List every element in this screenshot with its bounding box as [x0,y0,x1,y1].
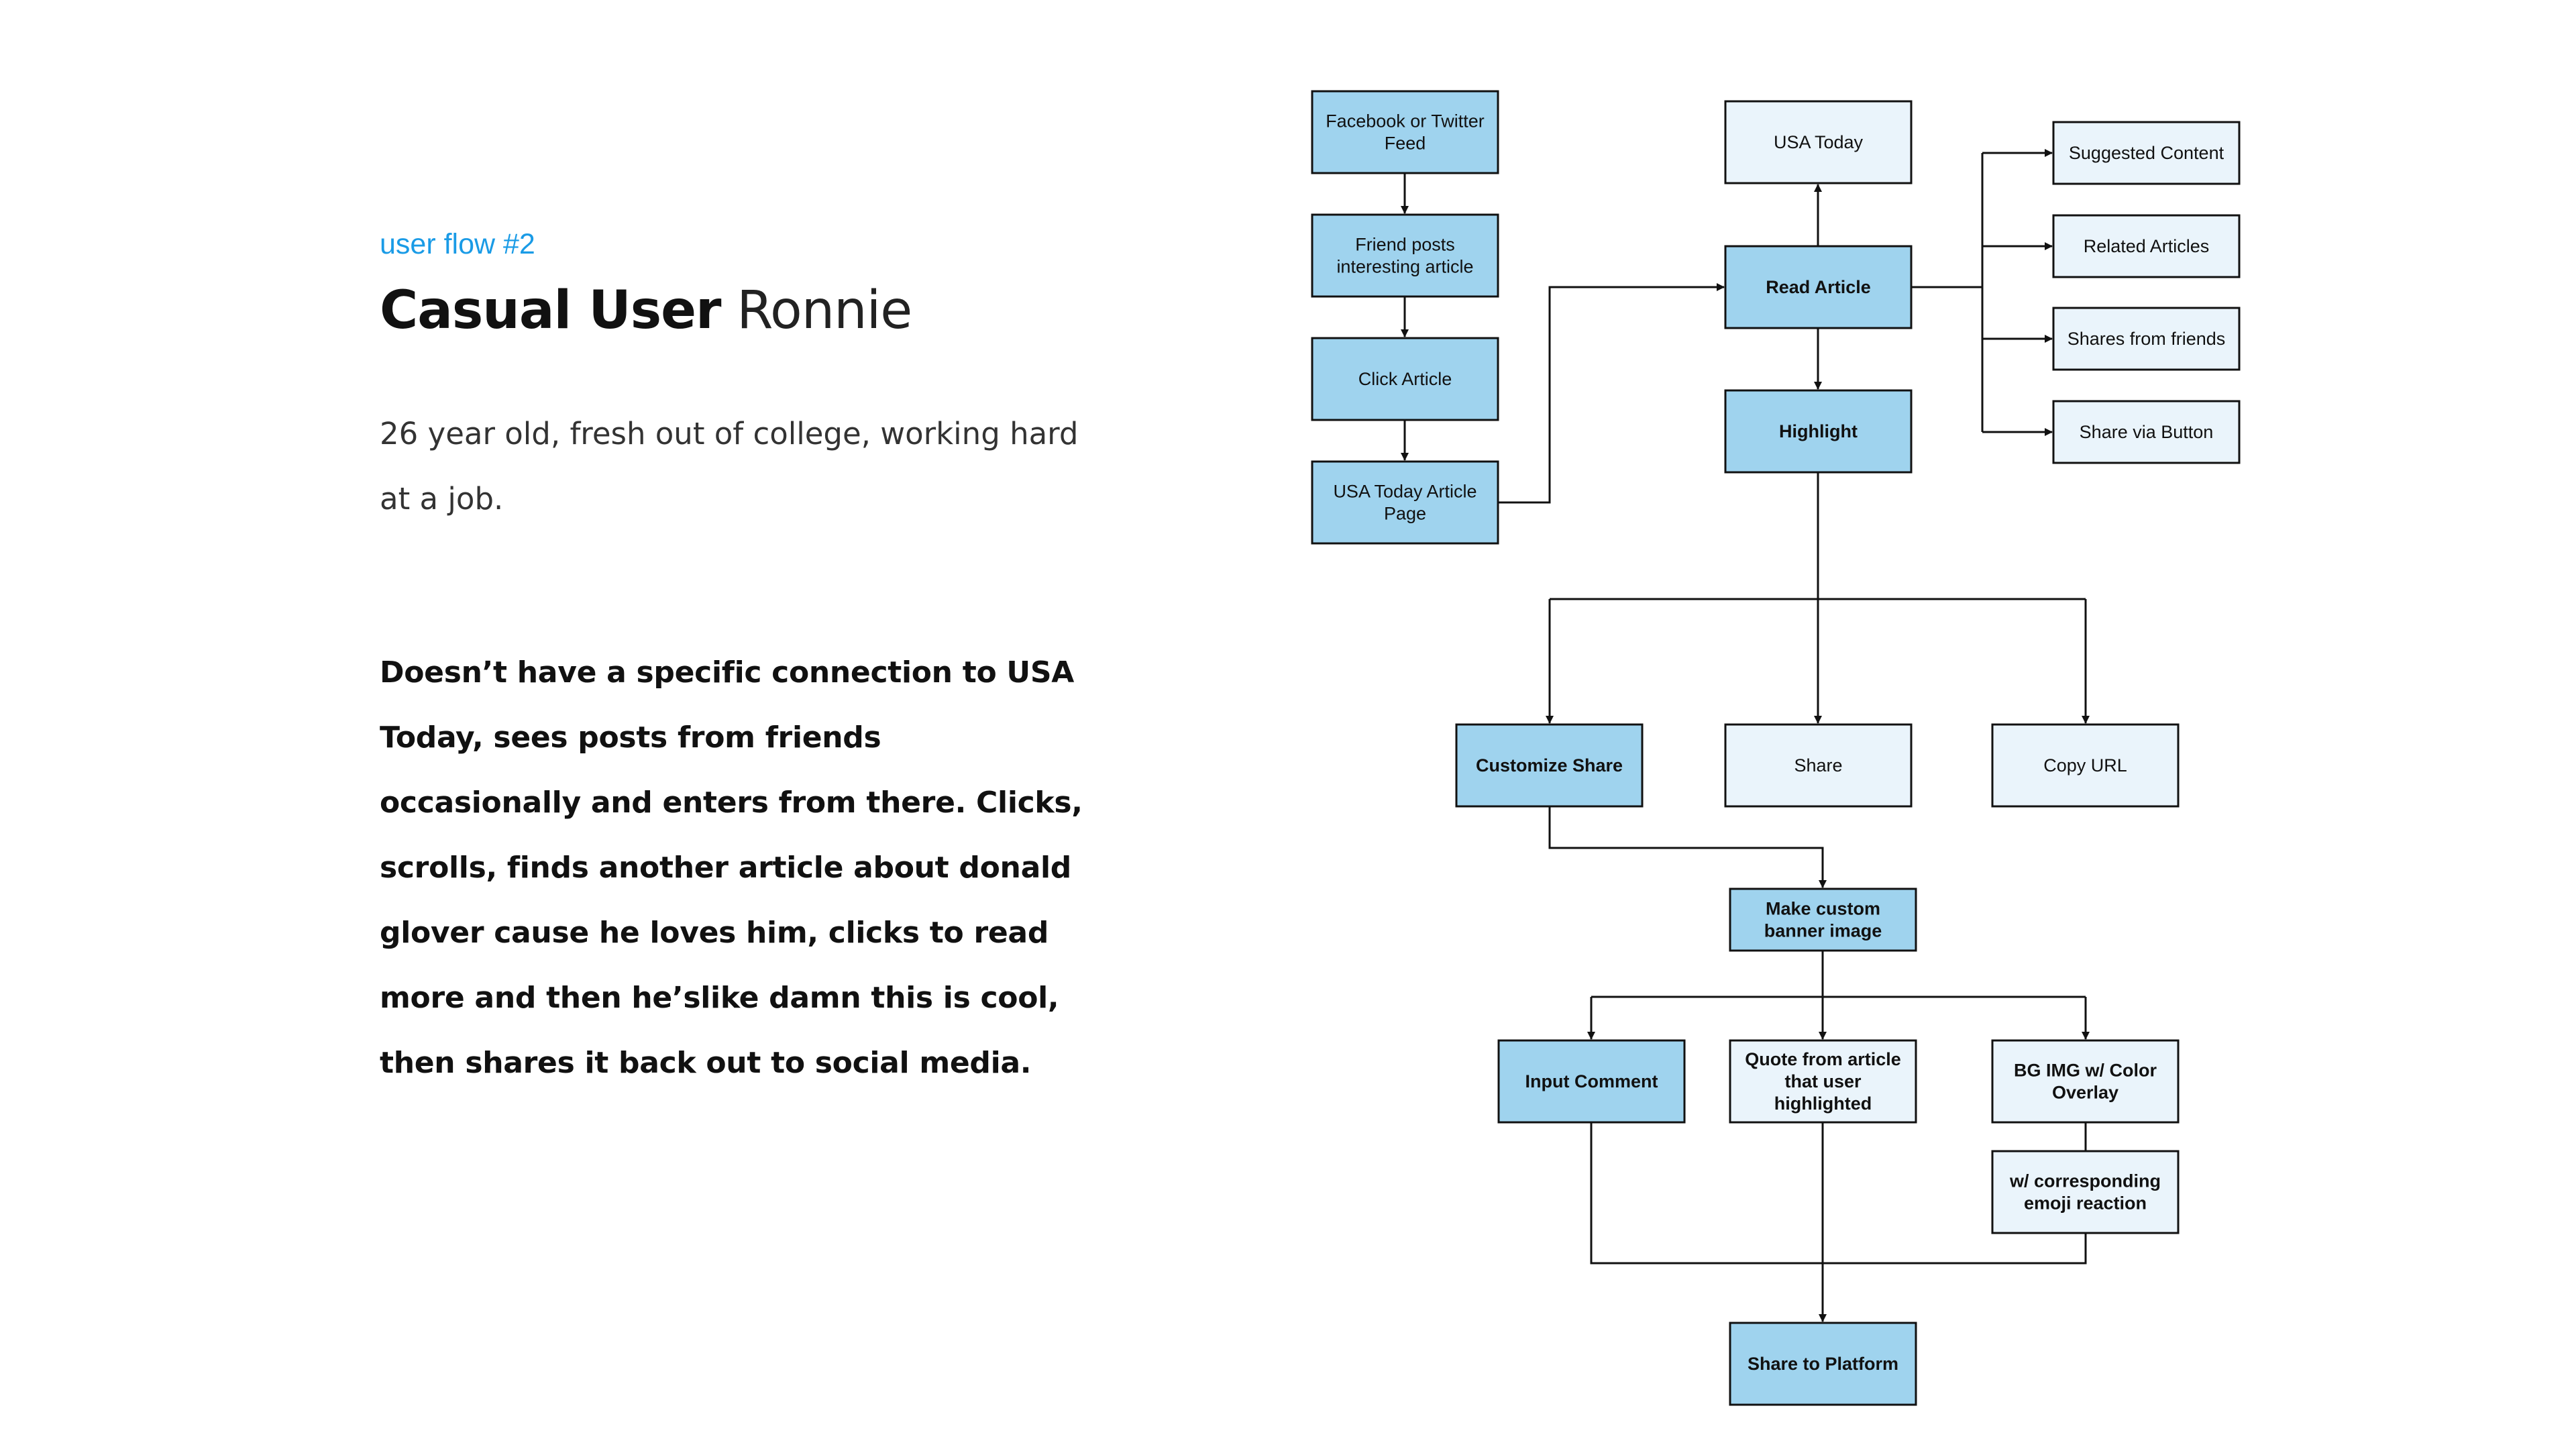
flow-node-box [1497,1039,1686,1124]
flow-node-box [1724,723,1913,808]
flow-node-label: Click Article [1358,369,1452,389]
flow-node-label: Page [1384,504,1426,524]
flow-node-label: Read Article [1766,277,1871,297]
flow-node-label: Share [1794,755,1842,775]
flow-node-box [1729,888,1917,952]
persona-story: Doesn’t have a specific connection to US… [380,655,1083,1080]
flow-node-box [1311,213,1499,298]
flow-node-label: highlighted [1774,1093,1872,1114]
flow-node-box [2052,307,2241,371]
flow-node-box [2052,214,2241,278]
flow-node-highlight: Highlight [1724,389,1913,474]
flow-node-click: Click Article [1311,337,1499,421]
flow-node-box [1724,100,1913,184]
persona-title: Casual User Ronnie [380,280,912,341]
flow-node-label: Quote from article [1745,1049,1901,1069]
flow-edges [1401,149,2090,1322]
flow-node-label: Make custom [1766,899,1880,919]
flow-node-box [1455,723,1644,808]
persona-description: 26 year old, fresh out of college, worki… [380,416,1079,517]
flow-node-box [1991,1150,2180,1234]
flow-node-usatoday: USA Today [1724,100,1913,184]
flow-node-label: interesting article [1336,257,1473,277]
flow-node-label: Highlight [1779,421,1858,441]
flow-node-box [1311,460,1499,545]
flow-node-box [1724,389,1913,474]
flow-node-label: Friend posts [1355,235,1455,255]
flow-node-label: USA Today Article [1333,482,1477,502]
flow-node-label: Shares from friends [2068,329,2226,349]
flow-node-label: emoji reaction [2024,1193,2147,1214]
flow-node-related: Related Articles [2052,214,2241,278]
flow-node-box [2052,121,2241,185]
flow-node-label: w/ corresponding [2009,1171,2161,1191]
flow-node-sharesfriends: Shares from friends [2052,307,2241,371]
persona-title-name: Ronnie [737,280,912,341]
flow-node-box [1311,90,1499,174]
flow-node-label: banner image [1764,921,1882,941]
flow-node-box [1311,337,1499,421]
flow-node-suggested: Suggested Content [2052,121,2241,185]
flow-node-label: Overlay [2052,1083,2118,1103]
flow-node-read: Read Article [1724,245,1913,329]
flow-node-label: Feed [1385,133,1426,154]
edge-page-read [1498,283,1725,504]
flow-node-label: Input Comment [1525,1071,1658,1091]
flow-node-box [2052,400,2241,464]
edge-customize-banner [1548,806,1827,888]
edge-comment-merge [1590,1122,2087,1265]
flow-node-box [1724,245,1913,329]
flow-node-copyurl: Copy URL [1991,723,2180,808]
flow-node-box [1729,1039,1917,1124]
flow-node-box [1991,1039,2180,1124]
flow-node-customize: Customize Share [1455,723,1644,808]
flow-node-comment: Input Comment [1497,1039,1686,1124]
flow-node-label: Related Articles [2084,236,2210,256]
flow-kicker: user flow #2 [380,228,535,260]
flow-node-label: that user [1784,1071,1862,1091]
flow-node-label: Share via Button [2080,422,2214,442]
flow-node-label: Copy URL [2043,755,2127,775]
flow-node-label: Share to Platform [1748,1354,1898,1374]
flow-node-label: Customize Share [1476,755,1623,775]
flow-node-label: Facebook or Twitter [1326,111,1485,131]
flow-node-label: USA Today [1774,132,1864,152]
flow-node-box [1729,1322,1917,1406]
flow-node-label: BG IMG w/ Color [2014,1061,2157,1081]
flow-node-label: Suggested Content [2069,143,2224,163]
persona-title-bold: Casual User [380,280,721,341]
flow-node-platform: Share to Platform [1729,1322,1917,1406]
flow-node-share: Share [1724,723,1913,808]
flow-node-sharebutton: Share via Button [2052,400,2241,464]
flow-node-box [1991,723,2180,808]
